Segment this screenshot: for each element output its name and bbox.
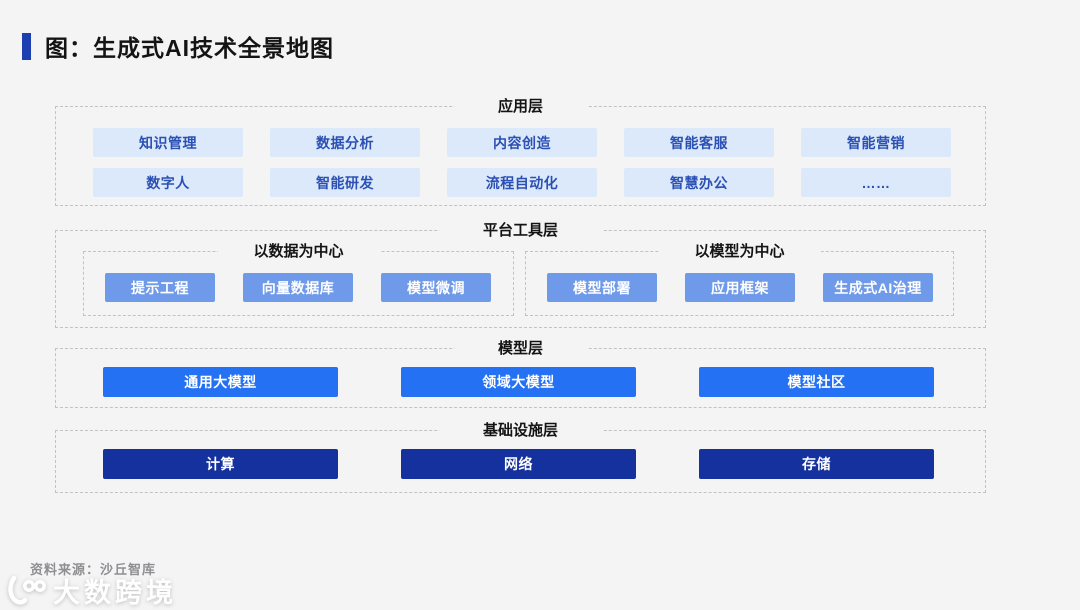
infra-item-storage: 存储 [699, 449, 934, 479]
model-item-general-llm: 通用大模型 [103, 367, 338, 397]
app-item-rnd: 智能研发 [270, 168, 420, 197]
layer-infrastructure-label: 基础设施层 [438, 422, 603, 439]
platform-item-vector-database: 向量数据库 [243, 273, 353, 302]
watermark-logo-icon [8, 575, 46, 605]
layer-application: 应用层 知识管理 数据分析 内容创造 智能客服 智能营销 数字人 智能研发 流程… [55, 98, 986, 206]
application-items-grid: 知识管理 数据分析 内容创造 智能客服 智能营销 数字人 智能研发 流程自动化 … [56, 107, 985, 197]
page-title: 图：生成式AI技术全景地图 [45, 35, 334, 61]
app-item-data-analysis: 数据分析 [270, 128, 420, 157]
header: 图：生成式AI技术全景地图 [22, 29, 334, 63]
group-data-centric: 以数据为中心 提示工程 向量数据库 模型微调 [83, 243, 514, 316]
group-model-centric: 以模型为中心 模型部署 应用框架 生成式AI治理 [525, 243, 954, 316]
app-item-ellipsis: …… [801, 168, 951, 197]
layer-platform-tools: 平台工具层 以数据为中心 提示工程 向量数据库 模型微调 以模型为中心 模型部署… [55, 222, 986, 328]
layer-application-label: 应用层 [453, 98, 588, 115]
platform-item-model-finetuning: 模型微调 [381, 273, 491, 302]
app-item-knowledge-management: 知识管理 [93, 128, 243, 157]
layer-platform-tools-label: 平台工具层 [438, 222, 603, 239]
watermark: 大数跨境 [6, 571, 177, 610]
title-accent-bar [22, 32, 31, 60]
platform-item-app-framework: 应用框架 [685, 273, 795, 302]
group-model-centric-grid: 模型部署 应用框架 生成式AI治理 [526, 252, 953, 302]
infra-item-compute: 计算 [103, 449, 338, 479]
watermark-text: 大数跨境 [53, 578, 177, 608]
infra-item-network: 网络 [401, 449, 636, 479]
model-items-grid: 通用大模型 领域大模型 模型社区 [56, 349, 985, 397]
infrastructure-items-grid: 计算 网络 存储 [56, 431, 985, 479]
app-item-process-automation: 流程自动化 [447, 168, 597, 197]
model-item-model-community: 模型社区 [699, 367, 934, 397]
layer-model: 模型层 通用大模型 领域大模型 模型社区 [55, 340, 986, 408]
platform-item-model-deployment: 模型部署 [547, 273, 657, 302]
app-item-content-creation: 内容创造 [447, 128, 597, 157]
platform-item-prompt-engineering: 提示工程 [105, 273, 215, 302]
app-item-smart-office: 智慧办公 [624, 168, 774, 197]
layer-model-label: 模型层 [453, 340, 588, 357]
app-item-digital-human: 数字人 [93, 168, 243, 197]
app-item-marketing: 智能营销 [801, 128, 951, 157]
app-item-customer-service: 智能客服 [624, 128, 774, 157]
group-data-centric-label: 以数据为中心 [217, 243, 380, 260]
layer-infrastructure: 基础设施层 计算 网络 存储 [55, 422, 986, 493]
group-model-centric-label: 以模型为中心 [658, 243, 821, 260]
source-note: 资料来源：沙丘智库 [30, 562, 157, 577]
group-data-centric-grid: 提示工程 向量数据库 模型微调 [84, 252, 513, 302]
model-item-domain-llm: 领域大模型 [401, 367, 636, 397]
platform-item-genai-governance: 生成式AI治理 [823, 273, 933, 302]
